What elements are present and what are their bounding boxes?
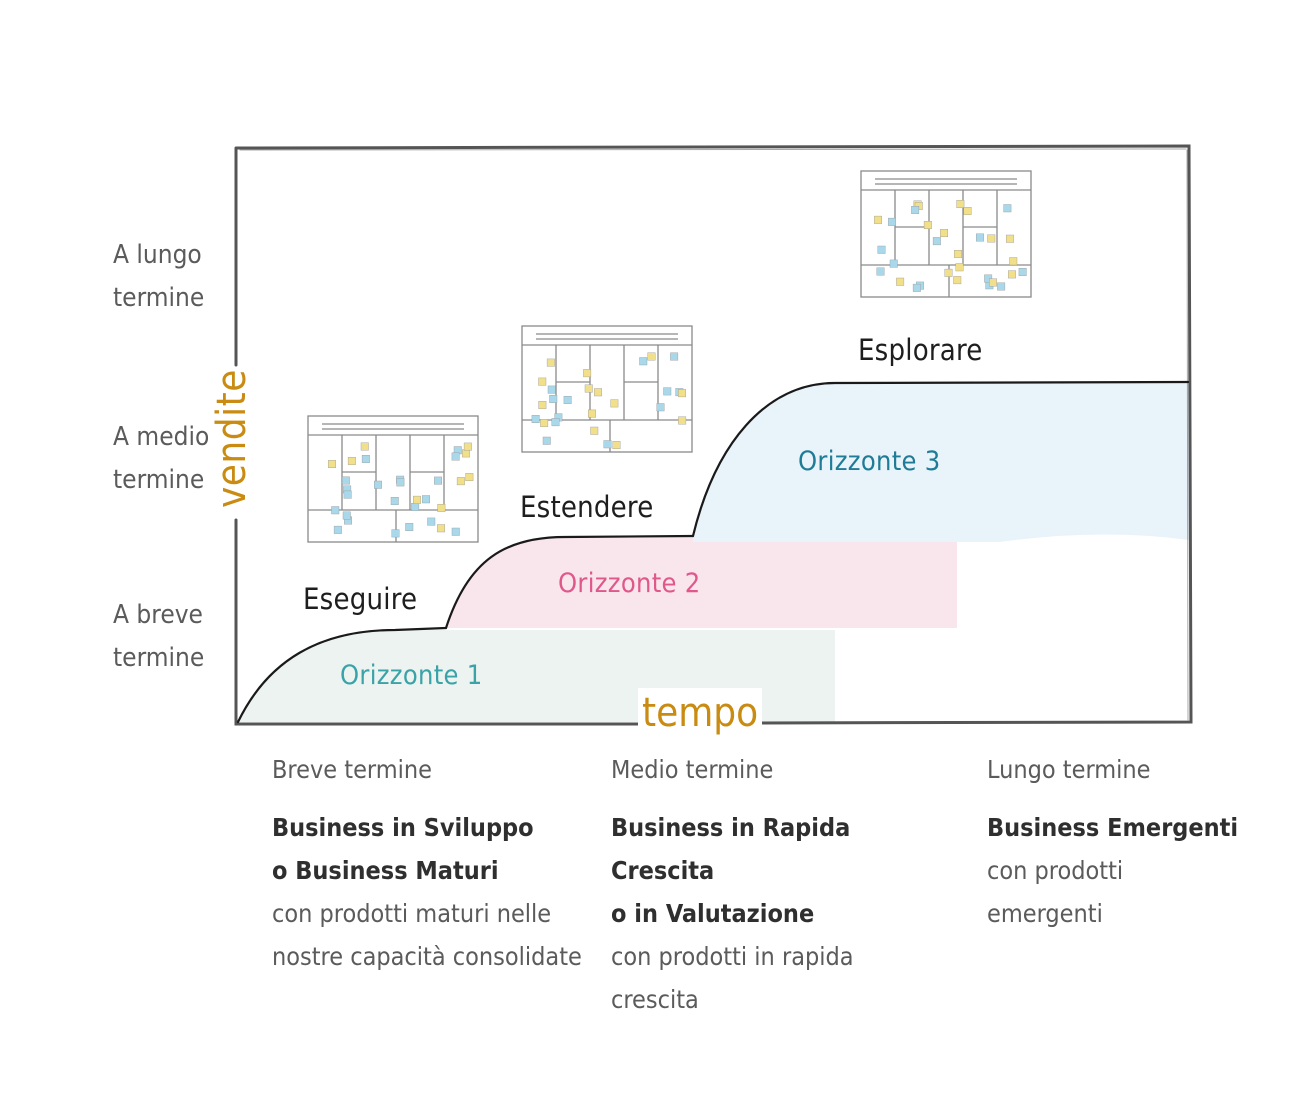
horizon-2-label: Orizzonte 2 (558, 568, 701, 599)
column-period: Breve termine (272, 755, 432, 784)
horizon-3-label: Orizzonte 3 (798, 446, 941, 477)
column-long-term: Lungo termine Business Emergenti con pro… (987, 750, 1267, 935)
phase-label-extend: Estendere (520, 490, 654, 524)
column-period: Medio termine (611, 755, 774, 784)
y-level-long: A lungo termine (113, 240, 205, 313)
horizon-2-band (446, 537, 957, 628)
y-level-short: A breve termine (113, 600, 205, 673)
business-model-canvas-icon (521, 325, 693, 453)
chart-frame (234, 144, 1193, 726)
column-title: Business in Sviluppo o Business Maturi (272, 813, 534, 885)
horizon-3-band (693, 383, 1189, 542)
y-level-medium: A medio termine (113, 422, 210, 495)
y-axis-title: vendite (209, 369, 255, 508)
business-model-canvas-icon (307, 415, 479, 543)
column-title: Business in Rapida Crescita o in Valutaz… (611, 813, 851, 928)
column-title: Business Emergenti (987, 813, 1239, 842)
column-short-term: Breve termine Business in Sviluppo o Bus… (272, 750, 592, 978)
phase-label-execute: Eseguire (303, 582, 418, 616)
column-description: con prodotti in rapida crescita (611, 942, 854, 1014)
column-period: Lungo termine (987, 755, 1151, 784)
column-description: con prodotti emergenti (987, 856, 1124, 928)
curve-horizon-1 (236, 626, 448, 724)
horizon-1-label: Orizzonte 1 (340, 660, 483, 691)
column-description: con prodotti maturi nelle nostre capacit… (272, 899, 582, 971)
curve-horizon-3 (691, 380, 1190, 538)
business-model-canvas-icon (860, 170, 1032, 298)
curve-horizon-2 (444, 534, 695, 630)
column-medium-term: Medio termine Business in Rapida Crescit… (611, 750, 931, 1021)
growth-curves (236, 380, 1190, 724)
x-axis-title: tempo (638, 688, 763, 738)
phase-label-explore: Esplorare (858, 333, 983, 367)
